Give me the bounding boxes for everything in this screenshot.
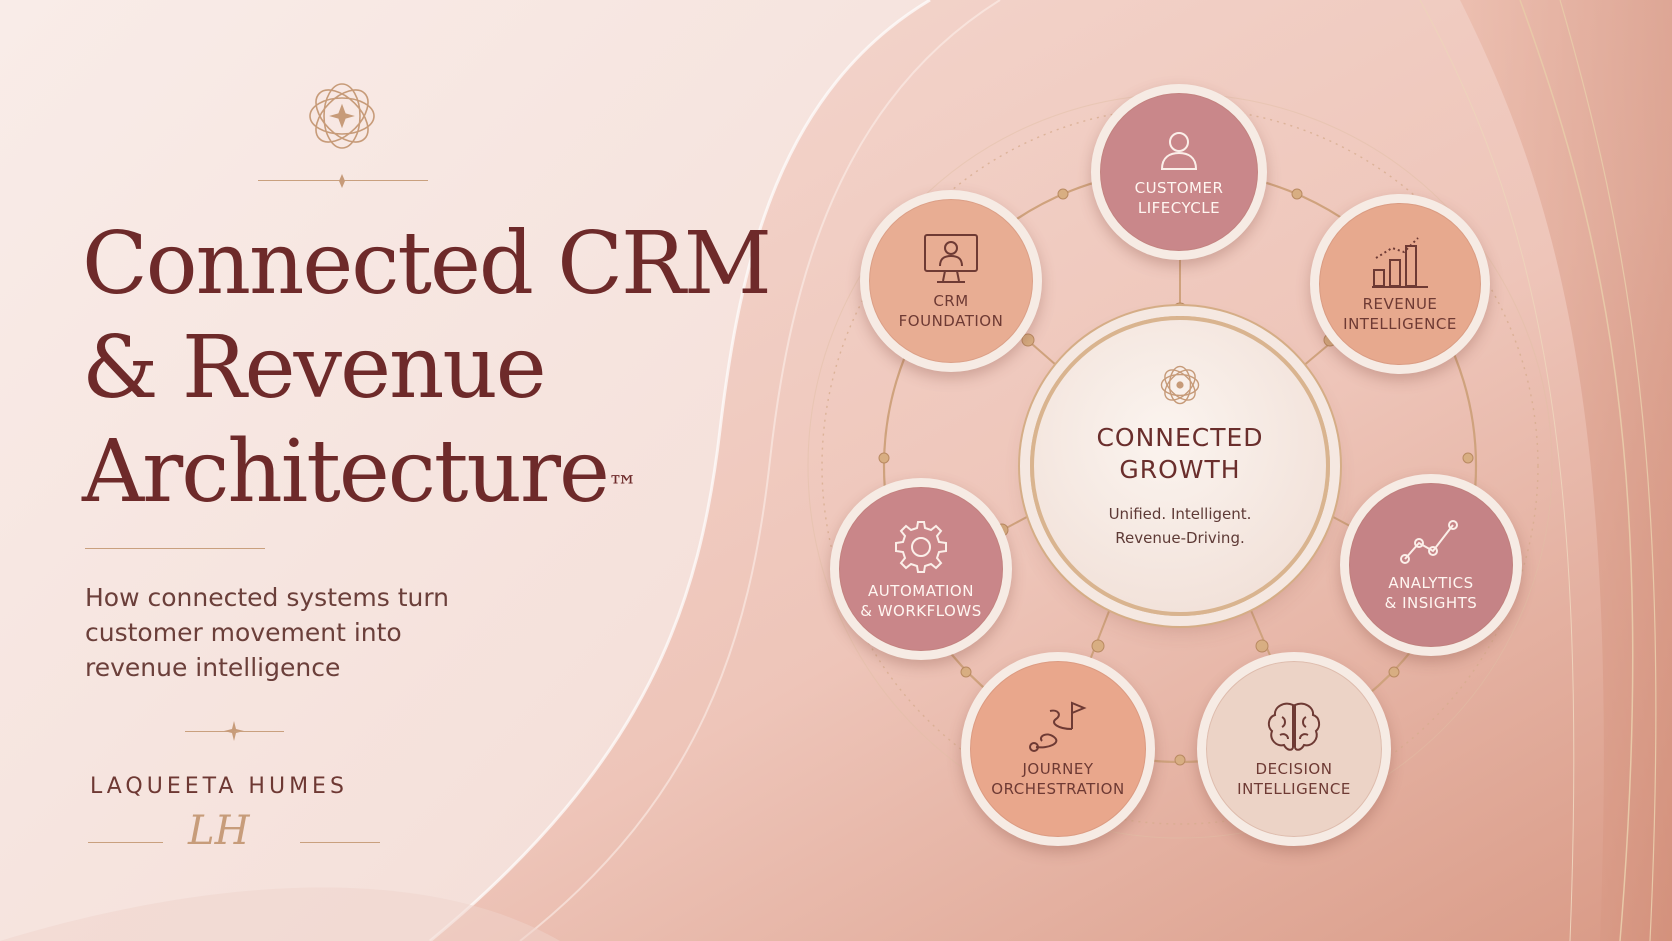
node-customer-lifecycle: CUSTOMER LIFECYCLE [1091,84,1267,260]
hub-title: CONNECTED GROWTH [1096,422,1263,486]
node-label-line-2: INTELLIGENCE [1343,315,1457,333]
line-chart-icon [1400,520,1458,564]
node-label: CUSTOMER LIFECYCLE [1135,178,1224,218]
node-label-line-1: REVENUE [1362,295,1438,313]
node-label-line-2: LIFECYCLE [1137,199,1221,217]
diamond-ornament-icon [339,174,345,188]
hub-tagline-line-2: Revenue-Driving. [1115,529,1245,547]
person-icon [1160,132,1198,170]
node-label-line-2: ORCHESTRATION [991,780,1125,798]
hub-tagline-line-1: Unified. Intelligent. [1108,505,1252,523]
trademark-symbol: ™ [607,470,638,505]
node-label-line-2: FOUNDATION [898,312,1004,330]
monogram-divider-right [300,842,380,843]
title-line-2: & Revenue [82,318,547,418]
hub-tagline: Unified. Intelligent. Revenue-Driving. [1109,502,1252,550]
node-label-line-1: JOURNEY [1022,760,1094,778]
flag-path-icon [1029,701,1087,752]
signature-monogram: LH [188,808,250,854]
node-label: ANALYTICS & INSIGHTS [1385,573,1478,613]
node-decision-intelligence: DECISION INTELLIGENCE [1197,652,1391,846]
hub-title-line-2: GROWTH [1119,455,1241,484]
page-title: Connected CRM & Revenue Architecture™ [82,212,802,524]
monitor-user-icon [924,234,978,283]
author-name: LAQUEETA HUMES [90,774,348,799]
node-label-line-1: CUSTOMER [1134,179,1224,197]
sparkle-divider-right [234,731,284,732]
title-line-3-text: Architecture [82,422,610,522]
subtitle-line-1: How connected systems turn [85,583,450,612]
node-revenue-intelligence: REVENUE INTELLIGENCE [1310,194,1490,374]
node-label: AUTOMATION & WORKFLOWS [860,581,981,621]
gear-icon [895,521,947,573]
sparkle-divider-left [185,731,235,732]
monogram-divider-left [88,842,163,843]
node-label-line-2: & WORKFLOWS [860,602,982,620]
subtitle-line-2: customer movement into [85,618,402,647]
title-divider [85,548,265,549]
brain-icon [1267,702,1321,751]
node-label-line-1: ANALYTICS [1388,574,1474,592]
outer-dotted-ring [821,107,1539,825]
bar-chart-icon [1372,237,1428,288]
subtitle: How connected systems turn customer move… [85,580,605,685]
node-crm-foundation: CRM FOUNDATION [860,190,1042,372]
node-journey-orchestration: JOURNEY ORCHESTRATION [961,652,1155,846]
node-label: JOURNEY ORCHESTRATION [991,759,1124,799]
node-label: REVENUE INTELLIGENCE [1343,294,1457,334]
node-analytics-insights: ANALYTICS & INSIGHTS [1340,474,1522,656]
hub-title-line-1: CONNECTED [1096,423,1264,452]
node-label: DECISION INTELLIGENCE [1237,759,1351,799]
node-label-line-1: DECISION [1255,760,1333,778]
title-line-3: Architecture™ [82,420,802,524]
node-label-line-1: CRM [933,292,969,310]
node-label-line-2: INTELLIGENCE [1237,780,1351,798]
node-automation-workflows: AUTOMATION & WORKFLOWS [830,478,1012,660]
subtitle-line-3: revenue intelligence [85,653,341,682]
node-label: CRM FOUNDATION [899,291,1004,331]
title-line-1: Connected CRM [82,214,772,314]
node-label-line-2: & INSIGHTS [1384,594,1478,612]
left-panel: Connected CRM & Revenue Architecture™ Ho… [0,0,820,941]
lotus-hub-icon [1160,365,1200,405]
lotus-logo-icon [309,83,375,149]
connected-growth-hub: CONNECTED GROWTH Unified. Intelligent. R… [1030,316,1330,616]
node-label-line-1: AUTOMATION [868,582,974,600]
